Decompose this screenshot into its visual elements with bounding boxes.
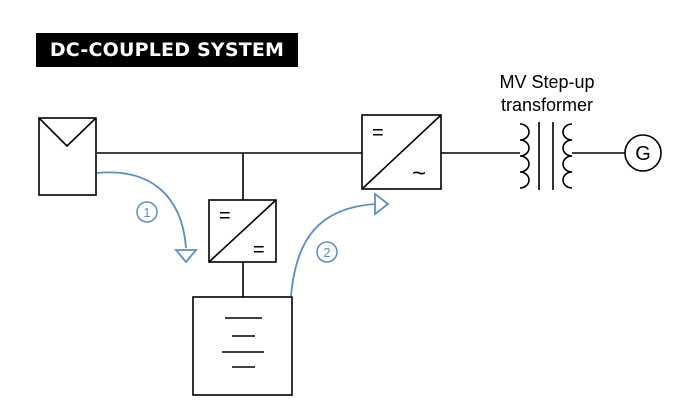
flow-arrow-2	[290, 192, 390, 297]
inverter-bottom-symbol: ~	[412, 160, 426, 187]
transformer-icon	[519, 122, 573, 190]
flow-number-2: 2	[316, 241, 338, 263]
inverter-top-symbol: =	[372, 122, 384, 144]
battery-icon	[192, 296, 293, 396]
svg-text:1: 1	[143, 205, 150, 220]
wiring	[97, 152, 625, 297]
solar-panel-icon	[38, 117, 97, 196]
converter-bottom-symbol: =	[253, 239, 265, 261]
inverter-icon: = ~	[361, 114, 442, 190]
grid-generator-icon: G	[624, 134, 662, 172]
diagram-title: DC-COUPLED SYSTEM	[36, 33, 298, 67]
transformer-label-line2: transformer	[501, 95, 593, 115]
generator-label: G	[635, 143, 651, 165]
transformer-label-line1: MV Step-up	[499, 72, 594, 92]
svg-text:2: 2	[323, 245, 330, 260]
converter-top-symbol: =	[219, 205, 231, 227]
flow-number-1: 1	[136, 201, 158, 223]
flow-arrow-1	[96, 171, 198, 264]
dc-dc-converter-icon: = =	[208, 199, 277, 263]
